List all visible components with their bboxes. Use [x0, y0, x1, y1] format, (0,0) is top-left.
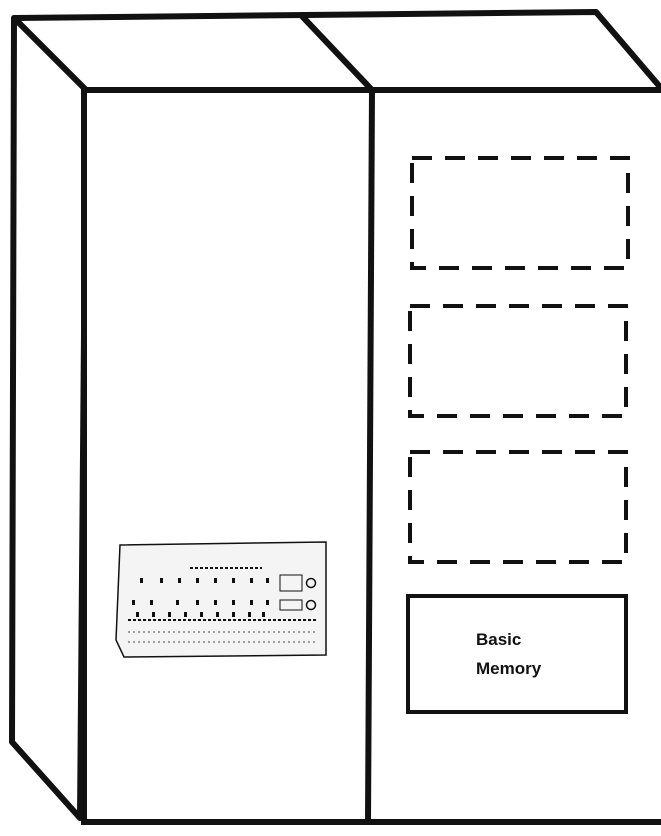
- panel-switch: [200, 612, 203, 617]
- panel-switch: [250, 600, 253, 605]
- basic-memory-label-line2: Memory: [476, 659, 542, 678]
- panel-switch: [152, 612, 155, 617]
- panel-switch: [232, 578, 235, 583]
- control-panel-body: [115, 541, 327, 658]
- panel-switch: [178, 578, 181, 583]
- panel-indicator-block-1: [279, 574, 303, 592]
- control-panel: [115, 541, 327, 658]
- panel-switch: [196, 578, 199, 583]
- panel-switch: [136, 612, 139, 617]
- panel-switch: [184, 612, 187, 617]
- panel-switch: [216, 612, 219, 617]
- panel-dial-1: [305, 577, 317, 589]
- basic-memory-box: [406, 594, 628, 714]
- panel-switch: [160, 578, 163, 583]
- panel-switch: [132, 600, 135, 605]
- panel-switch: [232, 612, 235, 617]
- panel-switch: [140, 578, 143, 583]
- optional-memory-slot-2: [408, 304, 628, 418]
- optional-memory-slot-1: [410, 156, 630, 270]
- front-divider: [365, 89, 375, 823]
- panel-switch-row-bottom: [136, 612, 265, 617]
- panel-dial-2: [305, 599, 317, 611]
- optional-memory-slot-3: [408, 450, 628, 564]
- panel-switch: [262, 612, 265, 617]
- panel-switch: [266, 578, 269, 583]
- panel-switch: [250, 578, 253, 583]
- panel-switch-row-middle: [132, 600, 269, 605]
- panel-indicator-block-2: [279, 599, 303, 611]
- panel-switch: [168, 612, 171, 617]
- basic-memory-label-line1: Basic: [476, 630, 521, 649]
- panel-switch: [214, 600, 217, 605]
- panel-switch: [248, 612, 251, 617]
- cabinet-left-side: [9, 15, 89, 821]
- top-divider: [297, 11, 375, 93]
- panel-switch: [150, 600, 153, 605]
- panel-switch: [232, 600, 235, 605]
- panel-switch: [176, 600, 179, 605]
- panel-switch: [196, 600, 199, 605]
- panel-switch: [266, 600, 269, 605]
- panel-switch-row-top: [140, 578, 269, 583]
- panel-switch: [214, 578, 217, 583]
